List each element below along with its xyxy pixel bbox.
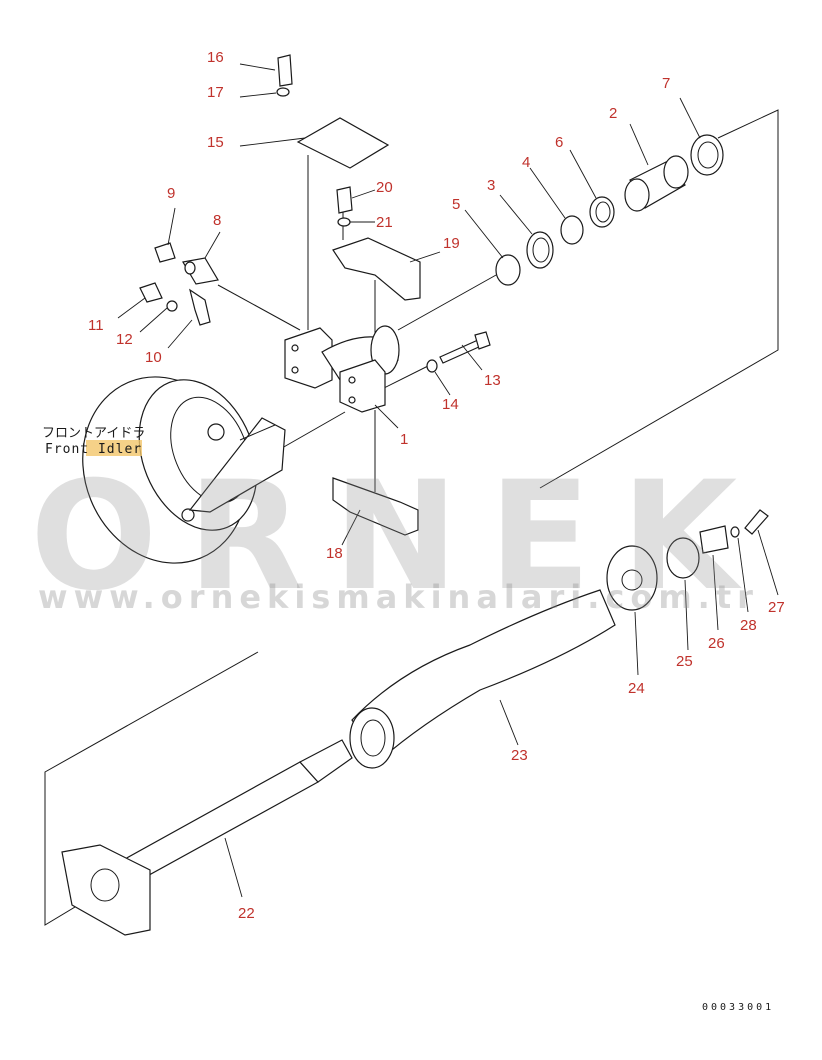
- drawing-number: 00033001: [702, 1002, 774, 1013]
- grease-nipple-part-9: [154, 242, 176, 263]
- part-label-16: 16: [207, 49, 224, 66]
- lower-cap-part-18: [332, 477, 419, 536]
- part-label-22: 22: [238, 905, 255, 922]
- cover-plate-part-15: [296, 117, 390, 169]
- bolt-part-13: [439, 331, 491, 364]
- front-idler-label-jp: フロントアイドラ: [42, 426, 145, 441]
- rod-part-22: [61, 739, 353, 936]
- lock-plate-part-10: [189, 288, 211, 326]
- front-idler-wheel: [82, 376, 286, 564]
- part-label-9: 9: [167, 185, 175, 202]
- washer-part-21: [337, 217, 351, 227]
- part-label-25: 25: [676, 653, 693, 670]
- part-label-20: 20: [376, 179, 393, 196]
- part-label-23: 23: [511, 747, 528, 764]
- part-label-12: 12: [116, 331, 133, 348]
- leader-lines: [117, 63, 779, 898]
- bushing-part-2: [624, 155, 689, 212]
- holder-part-25: [666, 537, 700, 579]
- part-label-19: 19: [443, 235, 460, 252]
- part-label-13: 13: [484, 372, 501, 389]
- part-label-26: 26: [708, 635, 725, 652]
- part-label-3: 3: [487, 177, 495, 194]
- part-number-labels: 16 17 15 9 8 11 12 10 1 2 7 6 4 3 5 20 2…: [88, 49, 785, 922]
- front-idler-label-en: Front Idler: [45, 442, 142, 457]
- front-idler-label-highlight: [86, 440, 142, 456]
- lock-part-26: [699, 525, 729, 554]
- washer-part-12: [166, 300, 178, 312]
- spring-part-23: [349, 589, 616, 769]
- part-label-27: 27: [768, 599, 785, 616]
- part-label-2: 2: [609, 105, 617, 122]
- part-label-8: 8: [213, 212, 221, 229]
- grease-fitting-part-8: [182, 257, 219, 285]
- part-label-21: 21: [376, 214, 393, 231]
- bolt-part-27: [744, 509, 769, 535]
- snap-ring-part-5: [495, 254, 521, 286]
- watermark-url: www.ornekismakinalari.com.tr: [38, 578, 759, 616]
- bearing-housing-part-1: [284, 325, 400, 413]
- part-label-7: 7: [662, 75, 670, 92]
- part-label-1: 1: [400, 431, 408, 448]
- part-label-24: 24: [628, 680, 645, 697]
- o-ring-part-4: [560, 215, 584, 245]
- bolt-part-20: [336, 186, 353, 214]
- part-label-11: 11: [88, 317, 104, 334]
- part-label-17: 17: [207, 84, 224, 101]
- watermark-brand: ORNEK: [30, 450, 767, 624]
- washer-part-14: [426, 359, 438, 373]
- washer-part-17: [276, 87, 290, 97]
- washer-part-28: [730, 526, 740, 538]
- part-label-14: 14: [442, 396, 459, 413]
- part-label-5: 5: [452, 196, 460, 213]
- bolt-part-11: [139, 282, 163, 303]
- plate-part-24: [606, 545, 658, 611]
- part-label-6: 6: [555, 134, 563, 151]
- part-label-4: 4: [522, 154, 530, 171]
- part-label-18: 18: [326, 545, 343, 562]
- upper-cap-part-19: [332, 237, 421, 301]
- part-label-15: 15: [207, 134, 224, 151]
- part-label-10: 10: [145, 349, 162, 366]
- part-label-28: 28: [740, 617, 757, 634]
- bolt-part-16: [277, 54, 293, 87]
